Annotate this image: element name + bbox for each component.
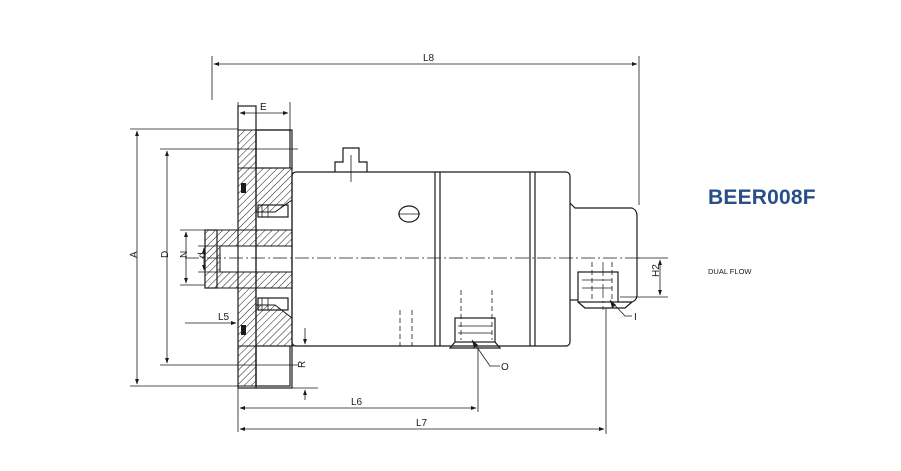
flow-type-label: DUAL FLOW <box>708 267 752 276</box>
dim-N: N <box>179 229 205 286</box>
label-L6: L6 <box>351 397 363 408</box>
rotary-union-body <box>291 147 571 349</box>
label-N: N <box>179 251 190 258</box>
leader-I: I <box>609 299 637 323</box>
dim-R: R <box>292 328 318 400</box>
leader-O: O <box>471 339 509 373</box>
dim-E: E <box>237 102 291 130</box>
label-D: D <box>160 251 171 258</box>
flange <box>204 105 293 389</box>
shaft <box>569 202 638 310</box>
label-A: A <box>129 251 140 258</box>
oring-bottom-icon <box>241 325 246 335</box>
label-E: E <box>260 102 267 113</box>
label-O: O <box>501 362 509 373</box>
dim-d: d <box>197 245 220 273</box>
label-R: R <box>297 361 308 368</box>
label-d: d <box>197 252 208 258</box>
label-L5: L5 <box>218 312 230 323</box>
dim-H2: H2 <box>620 257 668 298</box>
label-H2: H2 <box>651 264 662 277</box>
label-L8: L8 <box>423 53 435 64</box>
dim-L8: L8 <box>211 53 640 205</box>
dim-A: A <box>129 128 238 387</box>
label-I: I <box>634 312 637 323</box>
dim-D: D <box>160 148 298 366</box>
dim-L7: L7 <box>239 308 607 434</box>
model-title: BEER008F <box>708 186 816 209</box>
dim-L6: L6 <box>237 348 479 432</box>
oring-top-icon <box>241 183 246 193</box>
label-L7: L7 <box>416 418 428 429</box>
dim-L5: L5 <box>185 312 239 330</box>
